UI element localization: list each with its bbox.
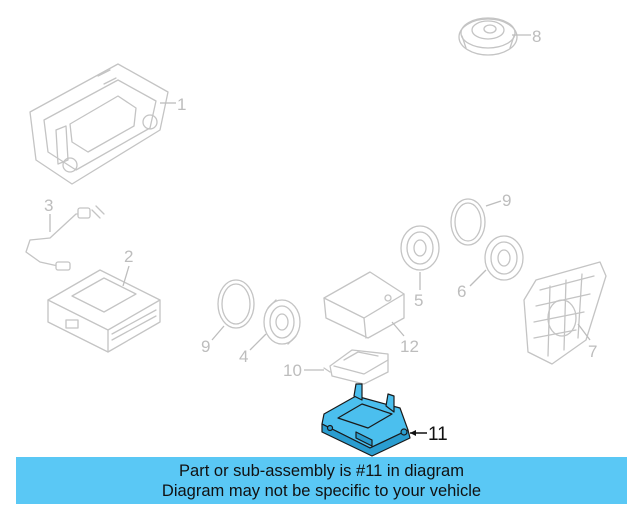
callout-6: 6 — [457, 269, 487, 301]
part-3-antenna-cable — [25, 205, 105, 271]
part-10-bracket — [323, 349, 389, 385]
part-4-speaker — [263, 299, 301, 345]
callout-label: 7 — [588, 342, 597, 361]
callout-label: 9 — [201, 337, 210, 356]
callout-label: 1 — [177, 95, 186, 114]
part-11-highlighted-bracket — [321, 383, 411, 457]
callout-label: 8 — [532, 27, 541, 46]
callout-8: 8 — [512, 27, 541, 46]
callout-label: 12 — [400, 337, 419, 356]
part-12-module — [323, 271, 405, 339]
callout-label: 3 — [44, 196, 53, 215]
callout-9-left: 9 — [201, 325, 225, 356]
callout-11: 11 — [410, 424, 448, 445]
callout-label: 6 — [457, 282, 466, 301]
callout-7: 7 — [577, 323, 597, 361]
callout-label: 4 — [239, 347, 248, 366]
part-7-speaker-grille — [523, 261, 607, 365]
callout-2: 2 — [122, 247, 133, 287]
arrowhead-icon — [410, 430, 416, 436]
callout-label: 2 — [124, 247, 133, 266]
part-8-speaker — [458, 17, 518, 56]
banner-line-1: Part or sub-assembly is #11 in diagram — [179, 462, 464, 480]
part-2-module-box — [47, 269, 161, 353]
banner-line-2: Diagram may not be specific to your vehi… — [161, 482, 482, 500]
callout-3: 3 — [44, 196, 53, 232]
part-5-speaker — [400, 225, 440, 271]
callout-label: 9 — [502, 191, 511, 210]
callout-5: 5 — [414, 272, 423, 310]
info-banner: Part or sub-assembly is #11 in diagram D… — [16, 457, 627, 504]
callout-10: 10 — [283, 361, 324, 380]
callout-label-highlighted: 11 — [428, 424, 448, 445]
callout-4: 4 — [239, 333, 267, 366]
callout-label: 5 — [414, 291, 423, 310]
part-6-speaker — [484, 235, 524, 281]
part-9-ring-left — [217, 279, 255, 329]
callout-9-right: 9 — [485, 191, 511, 210]
callout-12: 12 — [391, 321, 419, 356]
callout-1: 1 — [160, 95, 186, 114]
callout-label: 10 — [283, 361, 302, 380]
part-9-ring-right — [450, 198, 486, 246]
part-1-radio-unit — [29, 63, 169, 185]
